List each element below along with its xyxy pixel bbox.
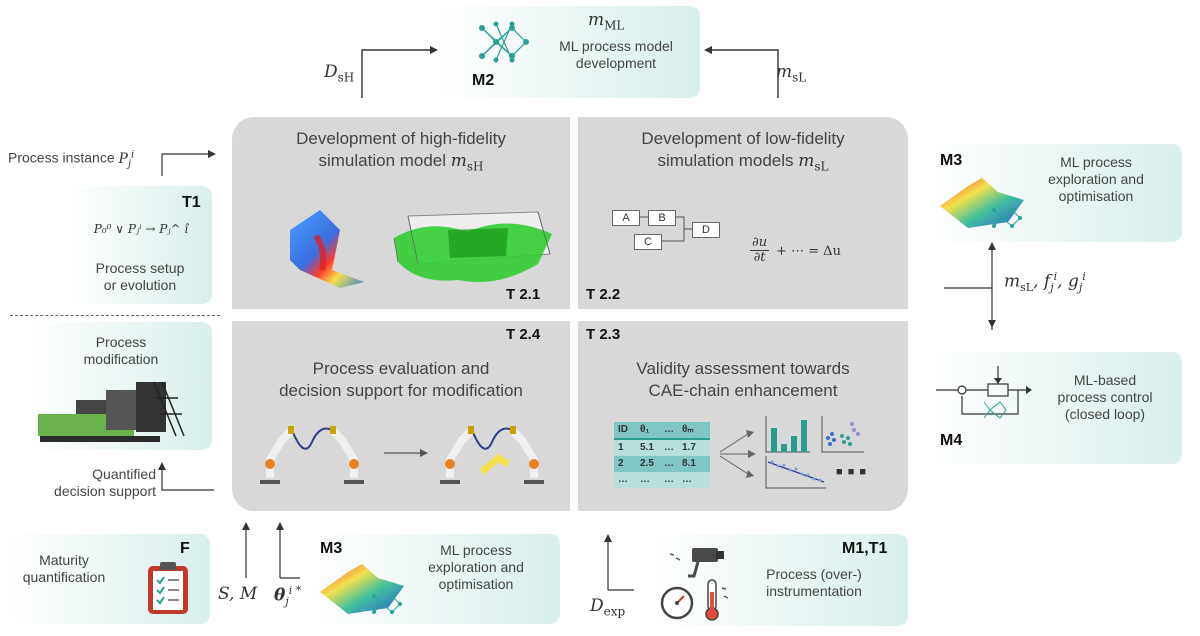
pressure-gauge-icon: [660, 586, 694, 620]
m1-description: Process (over-)instrumentation: [766, 566, 862, 599]
clipboard-checklist-icon: [148, 562, 188, 614]
camera-sensor-icon: [669, 548, 724, 578]
table-row: 1 5.1 … 1.7: [614, 440, 710, 456]
q2-title: Development of low-fidelity simulation m…: [641, 129, 845, 174]
m-ml-symbol: mML: [588, 10, 625, 33]
m-sl-top-label: msL: [776, 62, 807, 85]
mini-scatter-cluster-image: [821, 416, 864, 453]
t23-tag: T 2.3: [586, 326, 621, 343]
decision-support-arrow: [158, 462, 214, 491]
heat-map-surface-image: [290, 210, 364, 288]
m3-right-tag: M3: [940, 152, 963, 169]
s-m-arrow: [242, 522, 250, 578]
t1-card: [68, 186, 212, 304]
theta-label: θji *: [274, 584, 302, 609]
pde-fraction: ∂u ∂t: [750, 235, 770, 265]
optimisation-surface-icon: [940, 178, 1024, 228]
q4-title: Validity assessment towards CAE-chain en…: [636, 359, 850, 400]
block-b: B: [648, 210, 676, 226]
table-row: 2 2.5 … 8.1: [614, 456, 710, 472]
m2-card: [436, 6, 700, 98]
parameter-table: ID θ₁ … θₘ 1 5.1 … 1.7 2 2.5 … 8.1 … … ……: [614, 422, 710, 488]
d-sh-label: DsH: [324, 62, 355, 85]
m-sl-arrow: [704, 46, 779, 98]
block-d: D: [692, 222, 720, 238]
mini-regression-plot-image: [765, 456, 826, 489]
f-tag: F: [180, 540, 190, 557]
m4-card: [926, 352, 1182, 464]
s-m-label: S, M: [218, 584, 258, 604]
fan-out-arrows: [719, 430, 756, 478]
block-a: A: [612, 210, 640, 226]
q3-title: Process evaluation and decision support …: [279, 359, 523, 400]
table-row: … … … …: [614, 472, 710, 488]
m3-bottom-tag: M3: [320, 540, 343, 557]
green-mesh-simulation-image: [393, 211, 552, 282]
process-instance-label: Process instance Pji: [8, 149, 135, 170]
robot-pair-before-image: [260, 426, 364, 484]
quadrant-process-evaluation: [232, 321, 570, 511]
modification-arrow: [384, 449, 428, 457]
process-instance-arrow: [161, 150, 216, 176]
mini-bar-chart-image: [765, 416, 810, 453]
feedback-arrows: [944, 242, 996, 330]
m1-tag: M1,T1: [842, 540, 888, 557]
control-loop-icon: [936, 366, 1032, 419]
t22-tag: T 2.2: [586, 286, 621, 303]
feedback-label: msL, fji, gji: [1004, 270, 1086, 295]
theta-arrow: [276, 522, 300, 579]
block-c: C: [634, 234, 662, 250]
q1-title: Development of high-fidelity simulation …: [296, 129, 506, 174]
more-charts-ellipsis: ■ ■ ■: [836, 466, 868, 478]
neural-network-icon: [479, 21, 529, 63]
dashed-divider: [10, 315, 220, 316]
t1-formula: P₀⁰ ∨ Pⱼⁱ → Pⱼ^ î: [93, 222, 189, 236]
t1-tag: T1: [182, 194, 201, 211]
m4-tag: M4: [940, 432, 963, 449]
m2-tag: M2: [472, 72, 495, 89]
pde-equation: + ⋯ = Δu: [776, 244, 841, 259]
d-exp-arrow: [604, 534, 634, 591]
t24-tag: T 2.4: [506, 326, 541, 343]
d-sh-arrow: [361, 46, 438, 98]
block-diagram-connectors: [640, 216, 692, 242]
robot-pair-after-image: [440, 426, 544, 484]
thermometer-icon: [705, 579, 729, 621]
t21-tag: T 2.1: [506, 286, 541, 303]
injection-molding-machine-image: [38, 381, 185, 442]
optimisation-surface-icon: [320, 564, 404, 614]
table-header-row: ID θ₁ … θₘ: [614, 422, 710, 440]
d-exp-label: Dexp: [590, 596, 626, 619]
